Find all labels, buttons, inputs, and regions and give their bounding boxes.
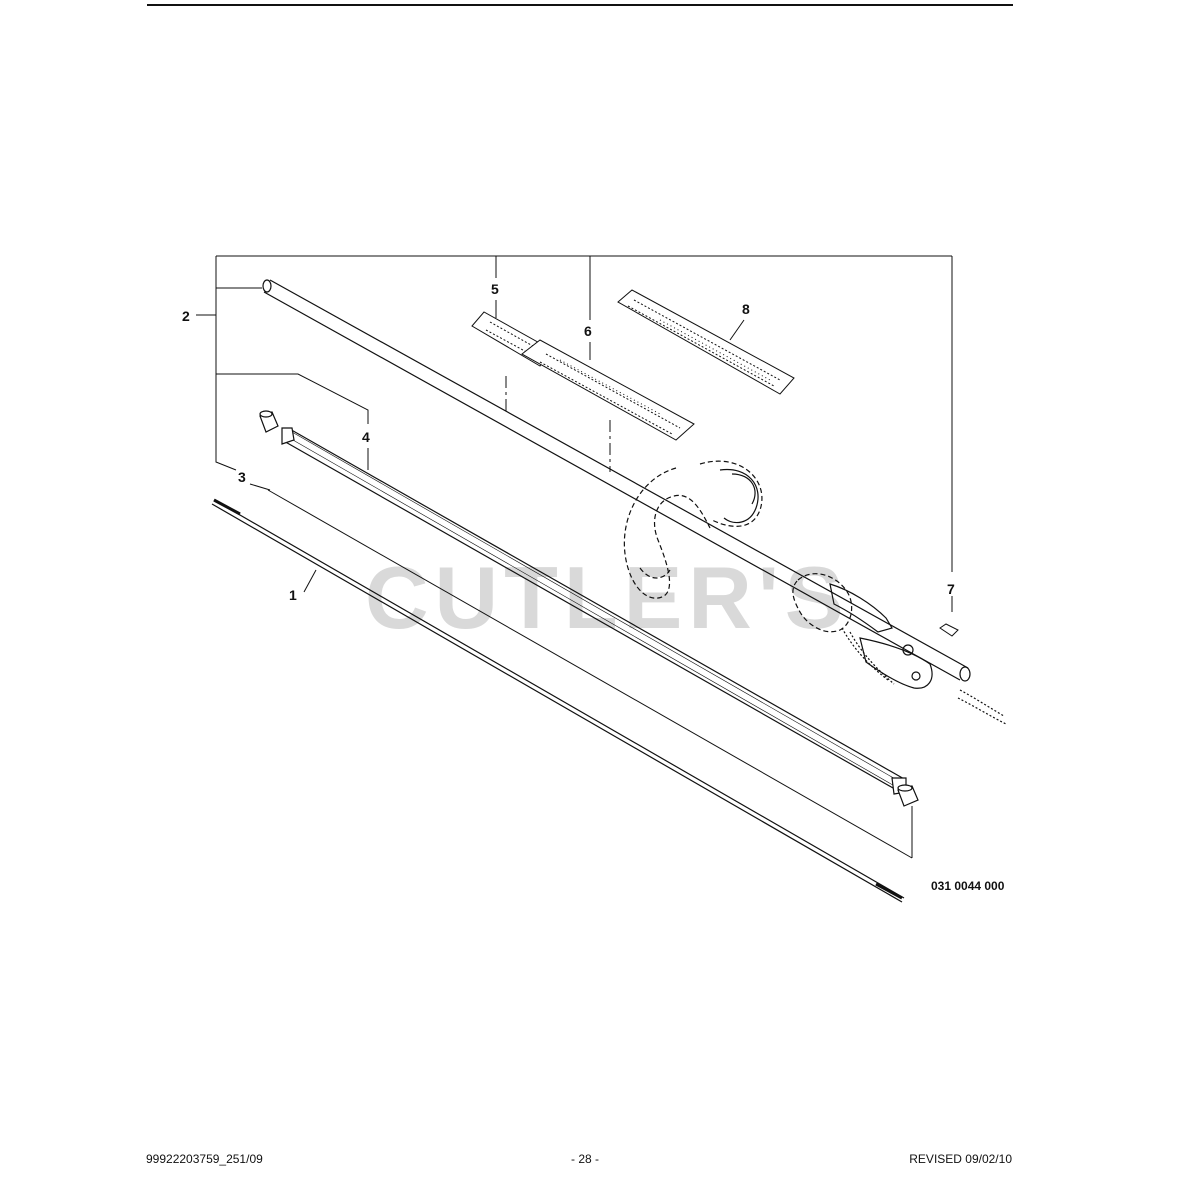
decal-6	[521, 339, 695, 441]
label-7	[939, 623, 959, 637]
shaft-tube	[262, 279, 971, 682]
drive-shaft	[211, 498, 905, 903]
decal-8	[617, 289, 795, 395]
callout-6: 6	[584, 323, 592, 339]
document-code: 99922203759_251/09	[146, 1152, 263, 1166]
figure-id: 031 0044 000	[931, 879, 1005, 893]
callout-1: 1	[289, 587, 297, 603]
watermark: CUTLER'S	[365, 548, 849, 647]
callout-2: 2	[182, 308, 190, 324]
loop-handle-solid	[719, 468, 759, 524]
callout-7: 7	[947, 581, 955, 597]
callout-3: 3	[238, 469, 246, 485]
callout-5: 5	[491, 281, 499, 297]
callout-4: 4	[362, 429, 370, 445]
callout-8: 8	[742, 301, 750, 317]
header-rule	[147, 4, 1013, 6]
leader-lines	[196, 255, 953, 859]
loop-handle	[623, 460, 763, 599]
bushing-top	[259, 410, 279, 433]
page-number: - 28 -	[570, 1152, 599, 1166]
bushing-bottom	[897, 784, 919, 807]
shaft-liner	[281, 427, 907, 795]
throttle-housing	[792, 573, 1007, 725]
revision-date: REVISED 09/02/10	[909, 1152, 1012, 1166]
